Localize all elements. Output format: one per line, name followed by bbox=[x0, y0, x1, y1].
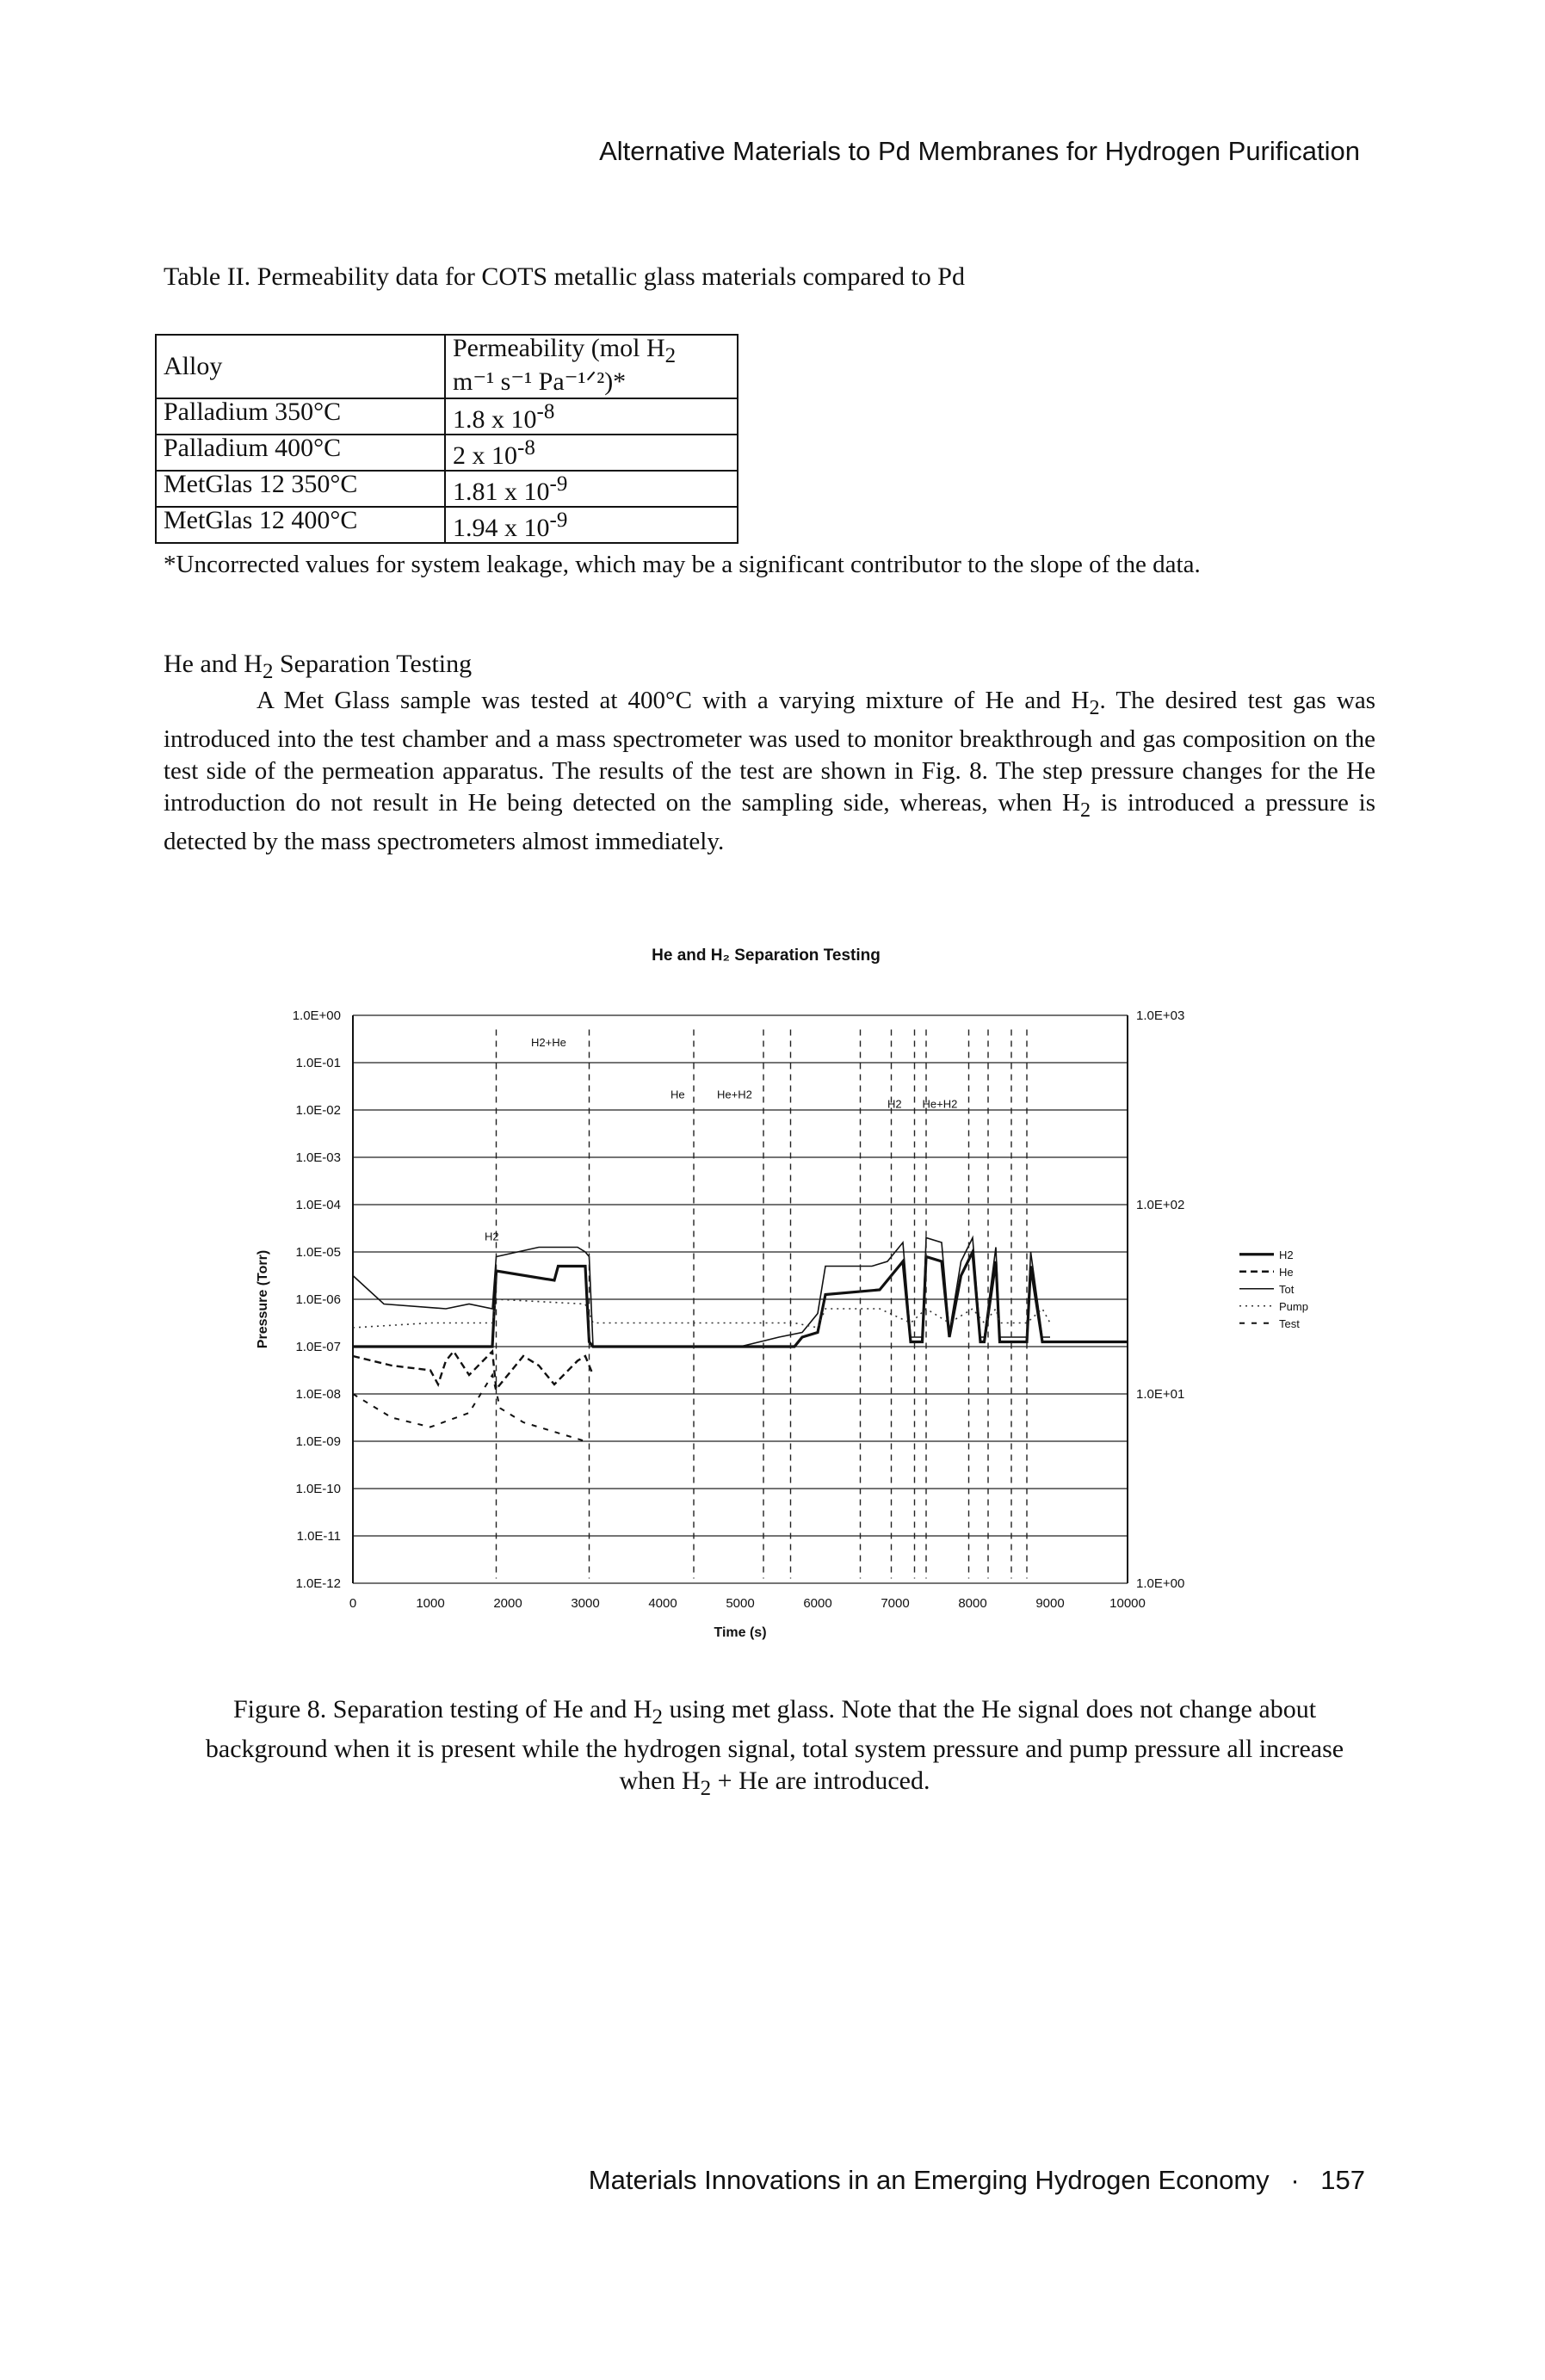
x-tick-label: 1000 bbox=[416, 1596, 444, 1611]
chart-annotation: He+H2 bbox=[717, 1088, 752, 1101]
x-tick-label: 0 bbox=[349, 1596, 356, 1611]
chart-annotation: He bbox=[671, 1088, 685, 1101]
y-right-tick-label: 1.0E+00 bbox=[1136, 1576, 1184, 1591]
table-row: Palladium 400°C 2 x 10-8 bbox=[155, 434, 739, 472]
chart-annotation: H2 bbox=[887, 1097, 902, 1110]
header-alloy: Alloy bbox=[155, 334, 446, 399]
chart-annotation: He+H2 bbox=[923, 1097, 958, 1110]
series-tot bbox=[352, 1235, 1050, 1347]
series-he bbox=[352, 1348, 595, 1392]
x-axis-label: Time (s) bbox=[714, 1625, 766, 1640]
y-left-tick-label: 1.0E-06 bbox=[295, 1292, 341, 1307]
x-tick-label: 3000 bbox=[571, 1596, 599, 1611]
chart-annotation: H2+He bbox=[531, 1036, 566, 1049]
legend-label: He bbox=[1279, 1266, 1294, 1279]
body-paragraph: A Met Glass sample was tested at 400°C w… bbox=[164, 687, 1376, 855]
table-header-row: Alloy Permeability (mol H2 m⁻¹ s⁻¹ Pa⁻¹ᐟ… bbox=[155, 334, 739, 399]
x-tick-label: 4000 bbox=[648, 1596, 677, 1611]
x-tick-label: 8000 bbox=[958, 1596, 986, 1611]
legend-label: Test bbox=[1279, 1317, 1300, 1330]
header-permeability: Permeability (mol H2 m⁻¹ s⁻¹ Pa⁻¹ᐟ²)* bbox=[444, 334, 739, 399]
y-left-tick-label: 1.0E-07 bbox=[295, 1340, 341, 1354]
legend-label: H2 bbox=[1279, 1249, 1294, 1261]
y-left-tick-label: 1.0E-05 bbox=[295, 1245, 341, 1260]
table-row: Palladium 350°C 1.8 x 10-8 bbox=[155, 398, 739, 435]
legend-label: Tot bbox=[1279, 1283, 1295, 1296]
series-test bbox=[352, 1372, 586, 1442]
x-tick-label: 5000 bbox=[726, 1596, 754, 1611]
book-title: Materials Innovations in an Emerging Hyd… bbox=[588, 2165, 1270, 2195]
x-tick-label: 2000 bbox=[493, 1596, 522, 1611]
chart-title: He and H₂ Separation Testing bbox=[652, 946, 881, 965]
separation-chart: 1.0E+00 1.0E-01 1.0E-02 1.0E-03 1.0E-04 1.0E-… bbox=[256, 1008, 1308, 1640]
y-left-tick-label: 1.0E-08 bbox=[295, 1387, 341, 1402]
value-cell: 1.94 x 10-9 bbox=[444, 506, 739, 544]
y-left-tick-label: 1.0E-09 bbox=[295, 1434, 341, 1449]
y-left-tick-label: 1.0E-04 bbox=[295, 1198, 341, 1212]
y-left-tick-label: 1.0E-01 bbox=[295, 1056, 341, 1070]
table-row: MetGlas 12 350°C 1.81 x 10-9 bbox=[155, 470, 739, 508]
running-title: Alternative Materials to Pd Membranes fo… bbox=[599, 136, 1360, 166]
figure-caption: Figure 8. Separation testing of He and H… bbox=[205, 1695, 1344, 1800]
running-footer: Materials Innovations in an Emerging Hyd… bbox=[482, 2165, 1365, 2196]
x-tick-label: 10000 bbox=[1109, 1596, 1146, 1611]
y-axis-label: Pressure (Torr) bbox=[256, 1250, 270, 1348]
x-tick-label: 6000 bbox=[803, 1596, 831, 1611]
y-left-tick-label: 1.0E-12 bbox=[295, 1576, 341, 1591]
value-cell: 1.81 x 10-9 bbox=[444, 470, 739, 508]
x-tick-label: 9000 bbox=[1035, 1596, 1064, 1611]
y-left-tick-label: 1.0E-02 bbox=[295, 1103, 341, 1118]
legend-label: Pump bbox=[1279, 1300, 1308, 1313]
y-right-tick-label: 1.0E+01 bbox=[1136, 1387, 1184, 1402]
y-left-tick-label: 1.0E-10 bbox=[295, 1482, 341, 1496]
permeability-table: Alloy Permeability (mol H2 m⁻¹ s⁻¹ Pa⁻¹ᐟ… bbox=[155, 334, 739, 544]
y-left-tick-label: 1.0E-11 bbox=[297, 1529, 341, 1544]
alloy-cell: Palladium 350°C bbox=[155, 398, 446, 435]
y-left-tick-label: 1.0E-03 bbox=[295, 1150, 341, 1165]
alloy-cell: MetGlas 12 350°C bbox=[155, 470, 446, 508]
value-cell: 1.8 x 10-8 bbox=[444, 398, 739, 435]
x-tick-label: 7000 bbox=[881, 1596, 909, 1611]
footer-separator: · bbox=[1290, 2165, 1300, 2195]
y-left-tick-label: 1.0E+00 bbox=[293, 1008, 341, 1023]
table-row: MetGlas 12 400°C 1.94 x 10-9 bbox=[155, 506, 739, 544]
alloy-cell: Palladium 400°C bbox=[155, 434, 446, 472]
table-caption: Table II. Permeability data for COTS met… bbox=[164, 262, 965, 291]
alloy-cell: MetGlas 12 400°C bbox=[155, 506, 446, 544]
y-right-tick-label: 1.0E+03 bbox=[1136, 1008, 1184, 1023]
page-number: 157 bbox=[1320, 2165, 1365, 2195]
value-cell: 2 x 10-8 bbox=[444, 434, 739, 472]
chart-annotation: H2 bbox=[485, 1230, 499, 1242]
running-header: Alternative Materials to Pd Membranes fo… bbox=[534, 136, 1360, 167]
section-heading: He and H2 Separation Testing bbox=[164, 650, 473, 683]
y-right-tick-label: 1.0E+02 bbox=[1136, 1198, 1184, 1212]
table-footnote: *Uncorrected values for system leakage, … bbox=[164, 551, 1201, 578]
